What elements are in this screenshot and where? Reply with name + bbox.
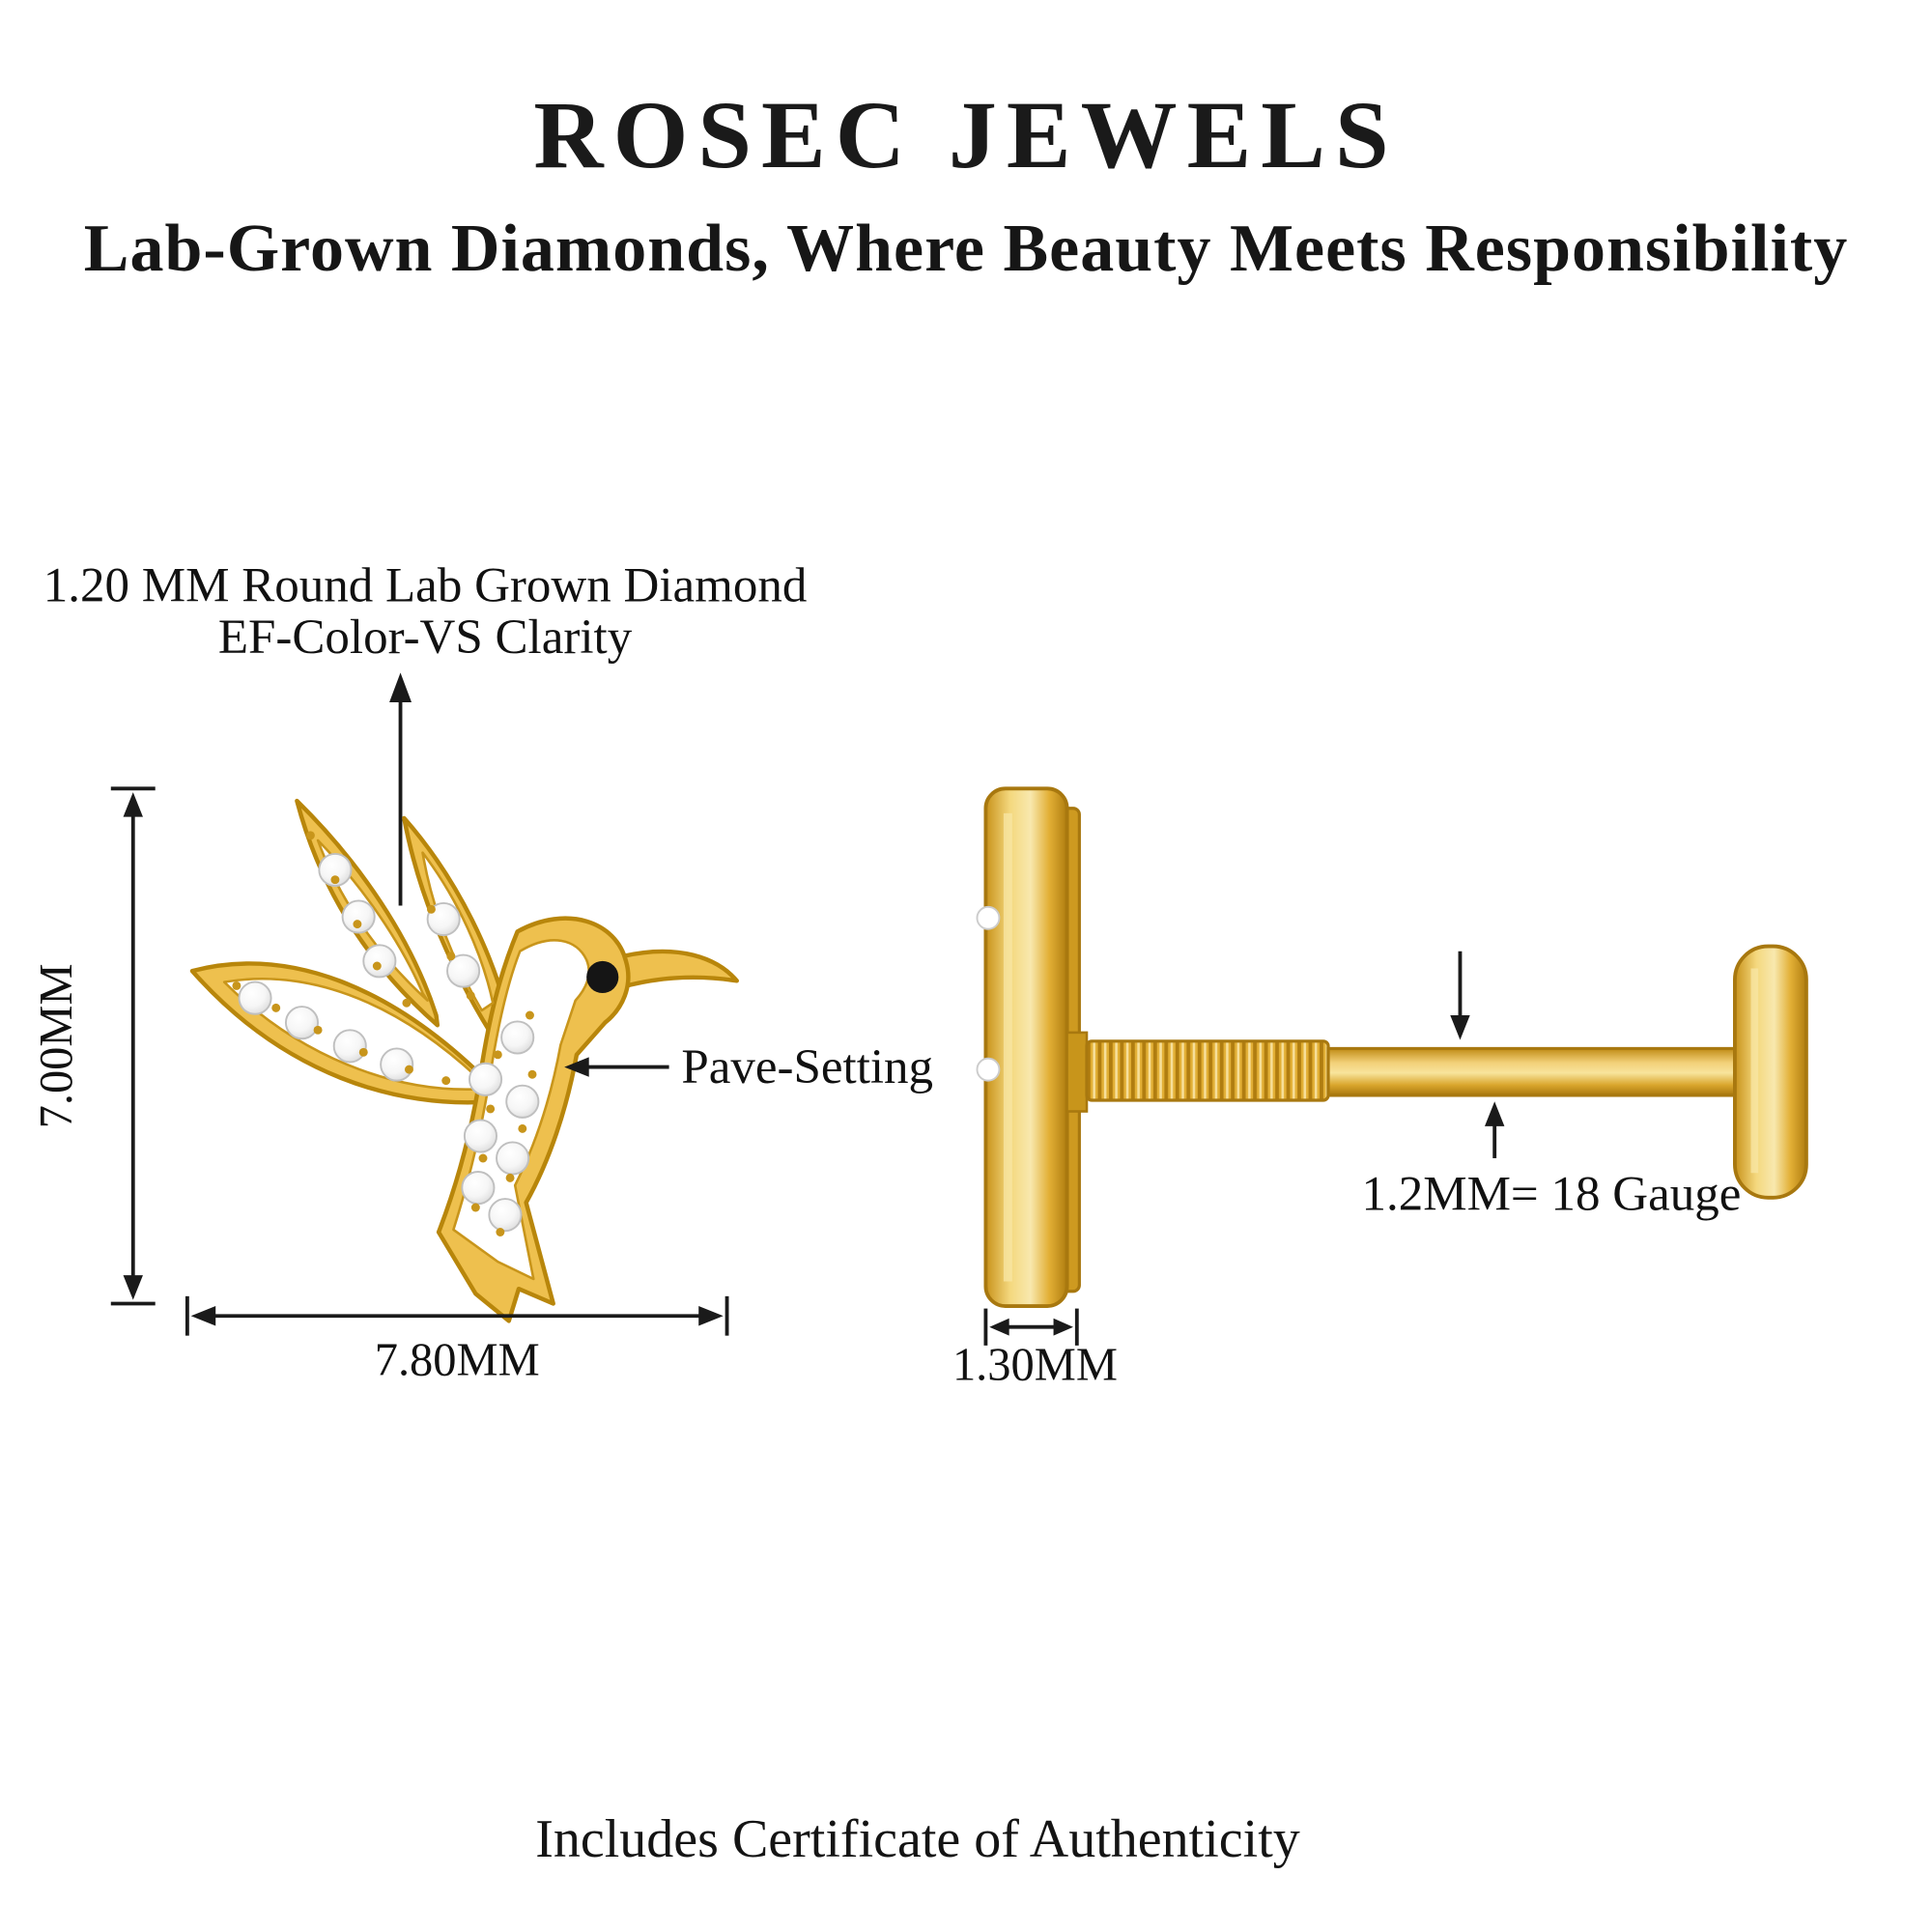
hummingbird-charm-front-view (189, 798, 739, 1323)
disc-thickness-label: 1.30MM (952, 1340, 1118, 1391)
height-dimension: 7.00MM (31, 786, 156, 1306)
diamond-spec-arrowhead-icon (389, 672, 412, 703)
height-dimension-label: 7.00MM (31, 963, 82, 1128)
threaded-screw-section (1085, 1039, 1330, 1102)
gauge-annotation: 1.2MM= 18 Gauge (1361, 951, 1741, 1222)
milgrain-bead-dots (232, 831, 537, 1236)
side-diamond-bump-1 (976, 905, 1001, 930)
diamond-spec-annotation: 1.20 MM Round Lab Grown Diamond EF-Color… (43, 558, 808, 906)
charm-side-profile (983, 786, 1069, 1308)
thread-receiver-step (1065, 1031, 1089, 1113)
side-diamond-bump-2 (976, 1057, 1001, 1082)
gauge-label: 1.2MM= 18 Gauge (1361, 1168, 1741, 1222)
bird-beak (619, 949, 739, 989)
post-bar (1326, 1046, 1737, 1097)
pave-setting-annotation: Pave-Setting (564, 1040, 933, 1094)
certificate-note: Includes Certificate of Authenticity (535, 1809, 1300, 1869)
pave-diamonds (238, 852, 540, 1233)
earring-post-side-view (976, 786, 1808, 1308)
disc-thickness-dimension: 1.30MM (952, 1308, 1118, 1391)
brand-title: ROSEC JEWELS (533, 81, 1399, 188)
width-dimension-label: 7.80MM (375, 1334, 540, 1385)
diamond-spec-line1: 1.20 MM Round Lab Grown Diamond (43, 558, 808, 612)
width-dimension: 7.80MM (185, 1295, 729, 1385)
bird-eye (586, 960, 619, 994)
brand-subtitle: Lab-Grown Diamonds, Where Beauty Meets R… (83, 212, 1849, 286)
flat-back-disc (1733, 944, 1808, 1200)
pave-setting-label: Pave-Setting (681, 1040, 933, 1094)
diamond-spec-line2: EF-Color-VS Clarity (218, 611, 633, 665)
